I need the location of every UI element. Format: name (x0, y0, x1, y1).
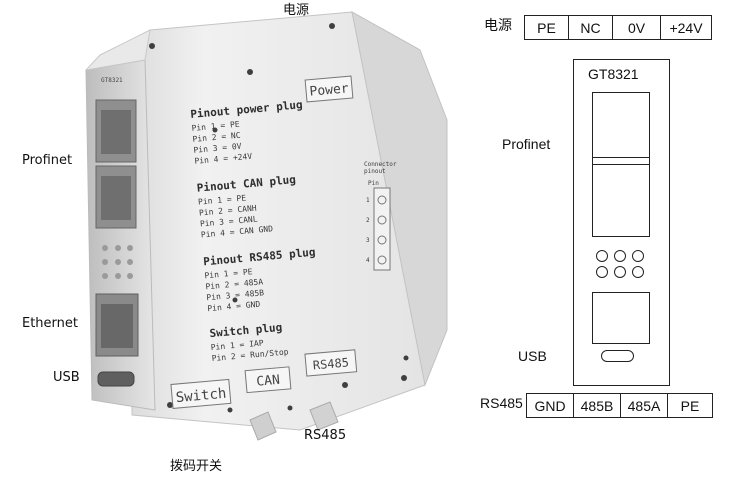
connector-pinout-title-1: Connector (364, 161, 397, 168)
rs485-pin-485b: 485B (573, 393, 621, 418)
connector-pin-4: 4 (366, 257, 370, 264)
callout-power: 电源 (283, 3, 310, 18)
ethernet-port-box (592, 292, 650, 344)
profinet-port-bottom (592, 164, 650, 237)
led (614, 266, 626, 278)
profinet-port-top (592, 92, 650, 161)
led (596, 266, 608, 278)
can-tag: CAN (256, 373, 281, 390)
rs485-pin-485a: 485A (620, 393, 668, 418)
schematic-rs485-label: RS485 (480, 395, 523, 411)
led (632, 266, 644, 278)
connector-pinout-drawing: Connector pinout Pin 1 2 3 4 (364, 161, 397, 271)
callout-rs485: RS485 (304, 428, 347, 443)
schematic-usb-port (601, 350, 634, 362)
connector-pin-3: 3 (366, 237, 370, 244)
power-tag: Power (309, 81, 349, 99)
power-plug-pin-2: Pin 2 = NC (192, 131, 241, 144)
rs485-pin-gnd: GND (526, 393, 574, 418)
power-pin-pe: PE (524, 15, 569, 40)
schematic-profinet-label: Profinet (502, 136, 551, 152)
callout-profinet: Profinet (22, 153, 73, 168)
usb-port-photo (97, 371, 135, 387)
connector-pin-label: Pin (368, 180, 379, 187)
housing-right-rail (351, 11, 448, 387)
schematic-power-label: 电源 (484, 18, 512, 34)
schematic-model: GT8321 (588, 66, 639, 82)
connector-pin-1: 1 (366, 197, 370, 204)
status-leds-photo (102, 245, 133, 279)
connector-pin-2: 2 (366, 217, 370, 224)
model-stamp: GT8321 (101, 77, 123, 84)
rs485-pin-pe: PE (667, 393, 713, 418)
power-pin-nc: NC (568, 15, 613, 40)
power-plug-pin-3: Pin 3 = 0V (193, 142, 242, 155)
callout-ethernet: Ethernet (22, 316, 78, 331)
callout-dip-switch: 拨码开关 (170, 459, 223, 474)
callout-usb: USB (53, 370, 80, 385)
led (596, 250, 608, 262)
switch-plug-heading: Switch plug (209, 321, 283, 340)
rs485-plug-pin-1: Pin 1 = PE (204, 267, 253, 280)
switch-tag: Switch (175, 386, 227, 406)
led (614, 250, 626, 262)
can-plug-pin-1: Pin 1 = PE (198, 193, 247, 206)
device-illustration: Power Pinout power plug Pin 1 = PE Pin 2… (84, 11, 448, 441)
schematic-usb-label: USB (518, 348, 547, 364)
power-pin-24v: +24V (660, 15, 712, 40)
connector-pinout-title-2: pinout (364, 168, 386, 175)
led (632, 250, 644, 262)
rs485-tag: RS485 (312, 355, 349, 372)
device-photo: Power Pinout power plug Pin 1 = PE Pin 2… (22, 3, 448, 474)
power-plug-pin-1: Pin 1 = PE (191, 120, 240, 133)
power-pin-0v: 0V (612, 15, 661, 40)
